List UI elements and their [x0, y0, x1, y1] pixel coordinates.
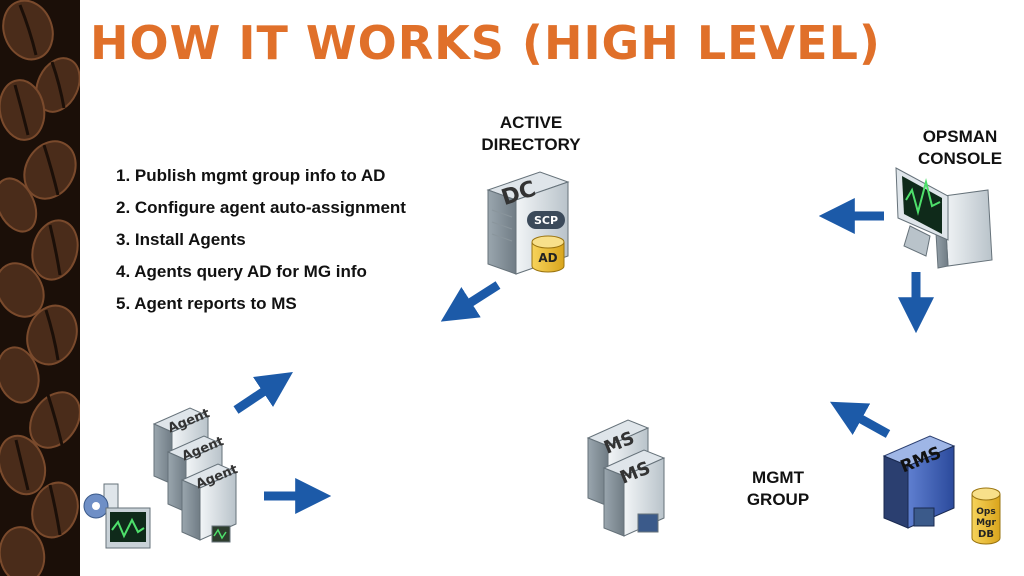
- step-item: 5. Agent reports to MS: [116, 294, 297, 313]
- slide-title: HOW IT WORKS (HIGH LEVEL): [90, 16, 881, 70]
- coffee-beans-border: [0, 0, 80, 576]
- domain-controller-server-icon: DC SCP AD: [486, 171, 570, 275]
- management-servers-icon: MS MS: [586, 419, 666, 537]
- step-item: 1. Publish mgmt group info to AD: [116, 166, 386, 185]
- scp-badge: [527, 211, 565, 229]
- opsmgr-database-icon: Ops Mgr DB: [971, 487, 1001, 545]
- step-item: 4. Agents query AD for MG info: [116, 262, 367, 281]
- arrow-icon: [233, 372, 293, 414]
- root-management-server-icon: RMS: [882, 435, 956, 529]
- arrow-icon: [829, 401, 891, 438]
- ad-tag: AD: [538, 251, 557, 265]
- scp-tag: SCP: [534, 214, 558, 227]
- arrow-icon: [440, 281, 501, 322]
- mgmt-group-label: MGMT GROUP: [746, 468, 810, 509]
- db-tag-line: DB: [978, 529, 994, 540]
- db-tag-line: Mgr: [976, 518, 996, 528]
- db-tag-line: Ops: [976, 507, 995, 517]
- step-item: 2. Configure agent auto-assignment: [116, 198, 406, 217]
- configuration-monitor-icon: [83, 483, 151, 549]
- opsman-console-monitor-icon: [895, 167, 993, 269]
- opsman-console-label: OPSMAN CONSOLE: [917, 127, 1003, 168]
- step-item: 3. Install Agents: [116, 230, 246, 249]
- agent-servers-icon: Agent Agent Agent: [152, 406, 240, 543]
- ad-database-icon: AD: [531, 235, 565, 273]
- steps-list: 1. Publish mgmt group info to AD 2. Conf…: [116, 166, 406, 326]
- active-directory-label: ACTIVE DIRECTORY: [481, 113, 581, 154]
